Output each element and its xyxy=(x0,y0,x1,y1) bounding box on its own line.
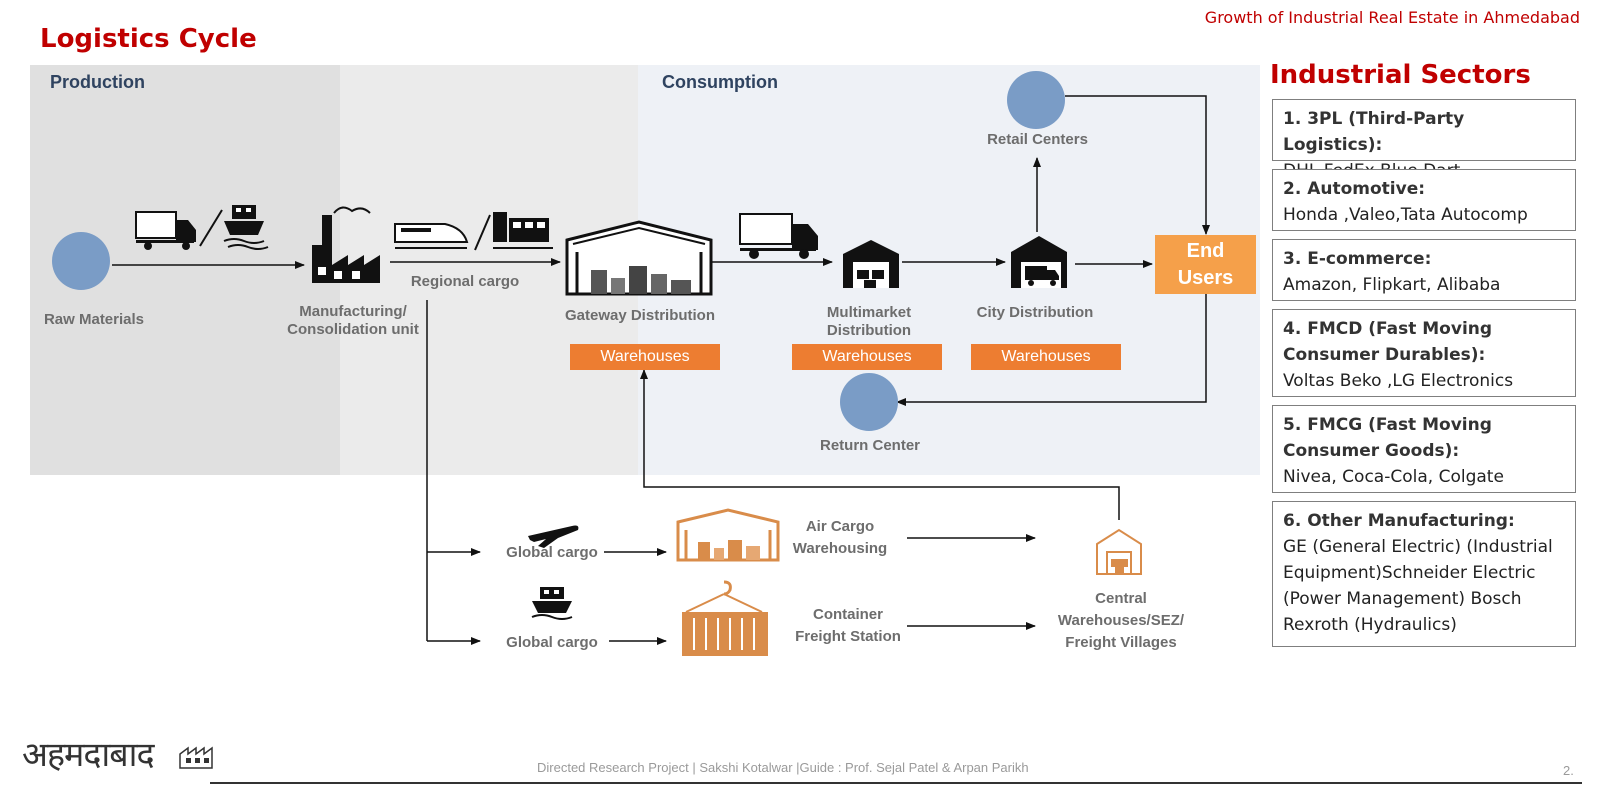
global-cargo-sea-label: Global cargo xyxy=(506,634,598,651)
multimarket-warehouse-icon xyxy=(843,240,899,288)
return-center-label: Return Center xyxy=(819,437,920,454)
footer-credits: Directed Research Project | Sakshi Kotal… xyxy=(537,760,1029,775)
page-title: Logistics Cycle xyxy=(40,24,257,54)
raw-materials-label: Raw Materials xyxy=(43,311,145,328)
return-center-node xyxy=(840,373,898,431)
gateway-distribution-label: Gateway Distribution xyxy=(564,307,716,324)
city-distribution-label: City Distribution xyxy=(976,304,1094,321)
page-number: 2. xyxy=(1563,763,1574,778)
arrow-end-users-to-return xyxy=(896,294,1207,406)
project-header: Growth of Industrial Real Estate in Ahme… xyxy=(1204,8,1580,27)
warehouses-tag-multimarket: Warehouses xyxy=(792,344,942,370)
sectors-title: Industrial Sectors xyxy=(1270,60,1531,90)
arrow-retail-to-end-users xyxy=(1065,95,1210,235)
warehouses-tag-city: Warehouses xyxy=(971,344,1121,370)
global-cargo-air-label: Global cargo xyxy=(506,544,598,561)
sector-box-automotive: 2. Automotive:Honda ,Valeo,Tata Autocomp xyxy=(1272,169,1576,231)
container-crane-icon xyxy=(682,580,768,656)
gateway-warehouse-icon xyxy=(565,220,713,296)
footer-rule xyxy=(210,782,1582,784)
consumption-heading: Consumption xyxy=(662,72,778,92)
warehouses-tag-gateway: Warehouses xyxy=(570,344,720,370)
train-icon xyxy=(493,212,553,249)
sector-box-other-manufacturing: 6. Other Manufacturing:GE (General Elect… xyxy=(1272,501,1576,647)
delivery-truck-icon xyxy=(739,213,818,259)
sector-box-fmcg: 5. FMCG (Fast Moving Consumer Goods):Niv… xyxy=(1272,405,1576,493)
sector-box-fmcd: 4. FMCD (Fast Moving Consumer Durables):… xyxy=(1272,309,1576,397)
manufacturing-label: Manufacturing/Consolidation unit xyxy=(287,303,419,338)
ship-icon xyxy=(223,205,269,250)
retail-centers-node xyxy=(1007,71,1065,129)
ahmedabad-logo: अहमदाबाद xyxy=(22,735,154,775)
sector-box-3pl: 1. 3PL (Third-Party Logistics):DHL,FedEx… xyxy=(1272,99,1576,181)
city-distribution-icon xyxy=(1011,236,1067,288)
cargo-ship-icon xyxy=(531,587,573,620)
production-heading: Production xyxy=(50,72,145,92)
airplane-icon xyxy=(528,525,579,548)
raw-materials-node xyxy=(52,232,110,290)
high-speed-train-icon xyxy=(394,223,469,249)
sector-box-ecommerce: 3. E-commerce:Amazon, Flipkart, Alibaba xyxy=(1272,239,1576,301)
central-warehouse-icon xyxy=(1096,528,1142,575)
retail-centers-label: Retail Centers xyxy=(987,131,1088,148)
factory-icon xyxy=(312,206,380,283)
air-cargo-warehouse-icon xyxy=(676,508,780,562)
arrow-central-to-gateway xyxy=(640,369,1120,520)
regional-cargo-label: Regional cargo xyxy=(410,273,520,290)
logo-factory-icon xyxy=(179,746,213,769)
truck-icon xyxy=(135,211,196,250)
